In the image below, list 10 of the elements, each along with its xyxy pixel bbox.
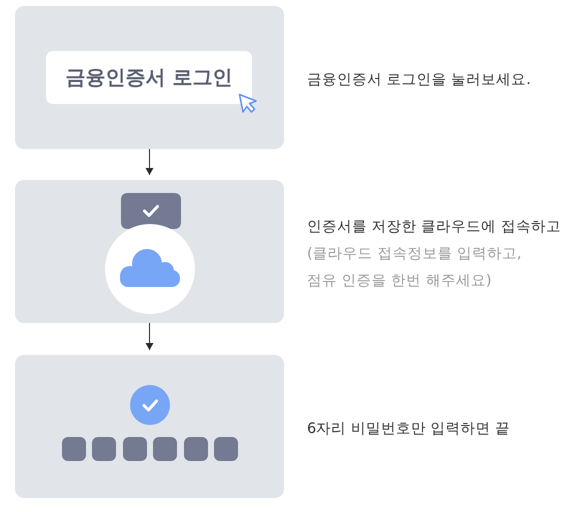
step-description: 인증서를 저장한 클라우드에 접속하고 (307, 218, 562, 237)
step-note: (클라우드 접속정보를 입력하고, 점유 인증을 한번 해주세요) (307, 245, 522, 291)
arrow (146, 148, 154, 176)
step-description: 6자리 비밀번호만 입력하면 끝 (307, 420, 512, 439)
step-panel (15, 355, 284, 498)
arrow (146, 322, 154, 350)
step-description: 금융인증서 로그인을 눌러보세요. (307, 71, 532, 90)
login-button: 금융인증서 로그인 (46, 51, 252, 104)
step-panel (15, 6, 284, 149)
step-panel (15, 180, 284, 323)
